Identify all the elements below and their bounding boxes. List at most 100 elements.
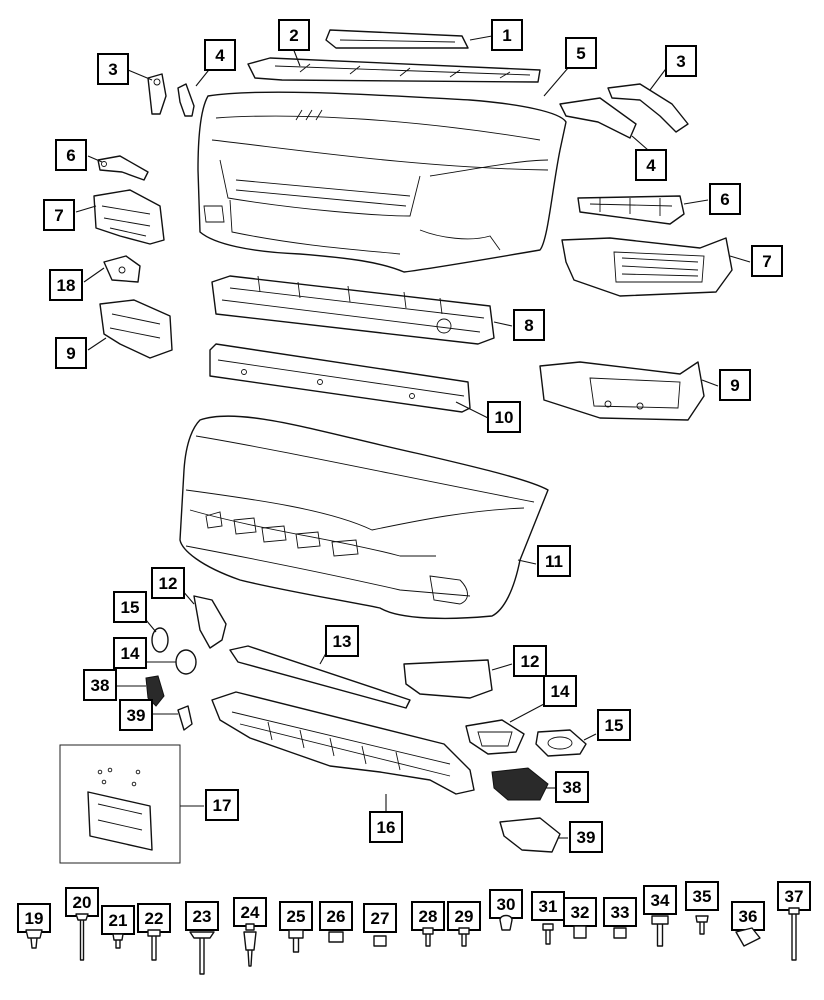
svg-text:4: 4 <box>646 156 656 175</box>
callout-10: 10 <box>487 401 521 433</box>
callout-6-left: 6 <box>55 139 87 171</box>
svg-text:7: 7 <box>54 206 63 225</box>
svg-text:3: 3 <box>108 60 117 79</box>
fastener-22: 22 <box>137 903 171 961</box>
callout-38-right: 38 <box>555 771 589 803</box>
fastener-label: 21 <box>109 911 128 930</box>
fastener-label: 36 <box>739 907 758 926</box>
fastener-29: 29 <box>447 901 481 947</box>
callout-16: 16 <box>369 811 403 843</box>
fastener-label: 31 <box>539 897 558 916</box>
svg-text:6: 6 <box>720 190 729 209</box>
fastener-label: 37 <box>785 887 804 906</box>
svg-text:6: 6 <box>66 146 75 165</box>
fastener-label: 24 <box>241 903 260 922</box>
part-lower-trim-left-12 <box>193 595 227 649</box>
fastener-glyph <box>695 915 709 935</box>
part-fog-bracket-left-9 <box>99 299 173 359</box>
part-upper-support-rail <box>247 57 541 83</box>
callout-12-right: 12 <box>513 645 547 677</box>
callout-15-right: 15 <box>597 709 631 741</box>
fastener-37: 37 <box>777 881 811 961</box>
fastener-32: 32 <box>563 897 597 939</box>
svg-text:38: 38 <box>91 676 110 695</box>
part-bracket-right-6 <box>577 195 685 225</box>
callout-8: 8 <box>513 309 545 341</box>
part-license-bracket-inset <box>59 744 181 864</box>
svg-text:12: 12 <box>521 652 540 671</box>
part-lower-air-dam <box>211 691 475 795</box>
fastener-glyph <box>542 923 554 945</box>
fastener-label: 35 <box>693 887 712 906</box>
callout-3-right: 3 <box>665 45 697 77</box>
fastener-26: 26 <box>319 901 353 943</box>
svg-text:15: 15 <box>605 716 624 735</box>
fastener-glyph <box>75 913 89 961</box>
fastener-label: 25 <box>287 907 306 926</box>
callout-39-right: 39 <box>569 821 603 853</box>
svg-text:13: 13 <box>333 632 352 651</box>
svg-text:11: 11 <box>545 552 563 571</box>
svg-text:17: 17 <box>213 796 232 815</box>
callout-4-right: 4 <box>635 149 667 181</box>
svg-text:10: 10 <box>495 408 514 427</box>
callout-9-right: 9 <box>719 369 751 401</box>
fastener-label: 32 <box>571 903 590 922</box>
fastener-glyph <box>573 925 587 939</box>
svg-text:15: 15 <box>121 598 140 617</box>
part-bracket-18 <box>103 255 141 283</box>
fastener-label: 26 <box>327 907 346 926</box>
fastener-label: 19 <box>25 909 44 928</box>
fastener-31: 31 <box>531 891 565 945</box>
part-energy-absorber <box>211 275 495 345</box>
fastener-glyph <box>458 927 470 947</box>
svg-text:14: 14 <box>551 682 570 701</box>
fastener-34: 34 <box>643 885 677 947</box>
part-cover-right-39 <box>499 817 561 853</box>
fastener-glyph <box>373 935 387 947</box>
svg-text:7: 7 <box>762 252 771 271</box>
part-fog-bracket-right-9 <box>539 361 705 421</box>
callout-38-left: 38 <box>83 669 117 701</box>
svg-text:9: 9 <box>66 344 75 363</box>
fastener-glyph <box>613 927 627 939</box>
callout-14-left: 14 <box>113 637 147 669</box>
fastener-glyph <box>788 907 800 961</box>
fastener-23: 23 <box>185 901 219 975</box>
part-bracket-right-4 <box>559 97 637 139</box>
fastener-label: 29 <box>455 907 474 926</box>
callout-17: 17 <box>205 789 239 821</box>
svg-text:12: 12 <box>159 574 178 593</box>
fastener-label: 34 <box>651 891 670 910</box>
svg-text:14: 14 <box>121 644 140 663</box>
fastener-label: 33 <box>611 903 630 922</box>
part-bracket-left-3 <box>147 73 167 115</box>
part-grille-insert-right-38 <box>491 767 549 801</box>
part-grille-insert-left-38 <box>145 675 165 707</box>
fastener-glyph <box>499 914 513 931</box>
callout-7-left: 7 <box>43 199 75 231</box>
svg-text:4: 4 <box>215 46 225 65</box>
fastener-glyph <box>112 933 124 949</box>
part-lower-trim-right-12 <box>403 659 493 699</box>
part-lower-trim-strip-13 <box>229 645 411 709</box>
fastener-20: 20 <box>65 887 99 961</box>
callout-1: 1 <box>491 19 523 51</box>
part-fog-bezel-right-7 <box>561 237 733 297</box>
fastener-36: 36 <box>731 901 765 947</box>
part-fog-cover-left-14 <box>175 649 197 675</box>
part-bracket-left-4 <box>177 83 195 117</box>
fastener-glyph <box>422 927 434 947</box>
callout-15-left: 15 <box>113 591 147 623</box>
callout-5: 5 <box>565 37 597 69</box>
callout-12-left: 12 <box>151 567 185 599</box>
part-bracket-left-6 <box>97 155 149 181</box>
fastener-label: 28 <box>419 907 438 926</box>
callout-4-left: 4 <box>204 39 236 71</box>
svg-text:2: 2 <box>289 26 298 45</box>
fastener-25: 25 <box>279 901 313 953</box>
svg-text:9: 9 <box>730 376 739 395</box>
svg-text:18: 18 <box>57 276 76 295</box>
fastener-glyph <box>243 923 257 967</box>
